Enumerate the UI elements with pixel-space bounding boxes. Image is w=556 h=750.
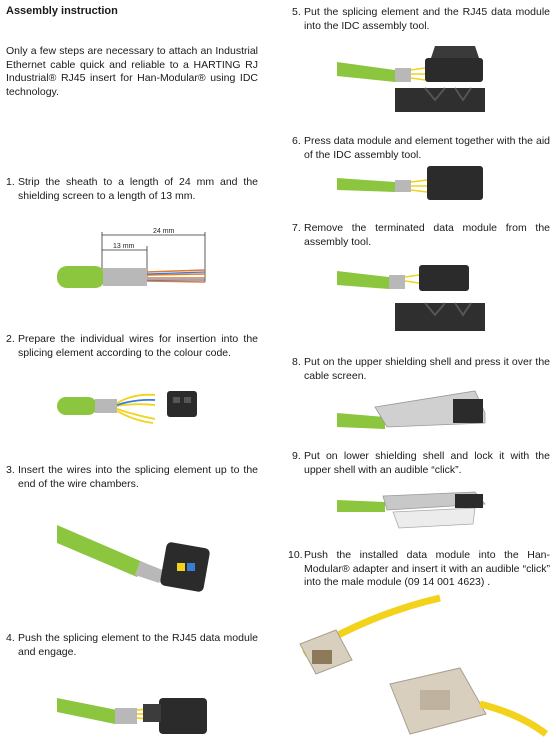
step-text: Push the splicing element to the RJ45 da…	[18, 632, 258, 658]
step-1: 1. Strip the sheath to a length of 24 mm…	[6, 176, 258, 203]
step-2: 2. Prepare the individual wires for inse…	[6, 333, 258, 360]
step-9: 9. Put on lower shielding shell and lock…	[292, 450, 550, 477]
terminated-module-illustration	[337, 265, 485, 331]
step-number: 4.	[6, 632, 15, 644]
step-text: Insert the wires into the splicing eleme…	[18, 464, 258, 490]
page-title: Assembly instruction	[6, 5, 118, 17]
step-text: Put on lower shielding shell and lock it…	[304, 450, 550, 476]
step-number: 6.	[292, 135, 301, 147]
step-number: 7.	[292, 222, 301, 234]
step-10: 10. Push the installed data module into …	[288, 549, 550, 590]
strip-cable-illustration: 24 mm 13 mm	[57, 228, 206, 288]
step-text: Put the splicing element and the RJ45 da…	[304, 6, 550, 32]
upper-shell-illustration	[337, 390, 486, 429]
intro-paragraph: Only a few steps are necessary to attach…	[6, 45, 258, 98]
element-engaged-illustration	[57, 698, 207, 734]
dimension-13mm: 13 mm	[113, 243, 135, 250]
step-text: Push the installed data module into the …	[304, 549, 550, 588]
step-number: 1.	[6, 176, 15, 188]
step-text: Remove the terminated data module from t…	[304, 222, 550, 248]
step-number: 3.	[6, 464, 15, 476]
han-modular-insertion-illustration	[299, 594, 548, 737]
step-8: 8. Put on the upper shielding shell and …	[292, 356, 550, 383]
step-3: 3. Insert the wires into the splicing el…	[6, 464, 258, 491]
step-text: Press data module and element together w…	[304, 135, 550, 161]
step-text: Strip the sheath to a length of 24 mm an…	[18, 176, 258, 202]
step-number: 10.	[288, 549, 303, 561]
step-7: 7. Remove the terminated data module fro…	[292, 222, 550, 249]
step-text: Put on the upper shielding shell and pre…	[304, 356, 550, 382]
step-text: Prepare the individual wires for inserti…	[18, 333, 258, 359]
step-number: 8.	[292, 356, 301, 368]
pressing-illustration	[337, 166, 483, 200]
step-5: 5. Put the splicing element and the RJ45…	[292, 6, 550, 33]
lower-shell-illustration	[337, 491, 486, 529]
step-6: 6. Press data module and element togethe…	[292, 135, 550, 162]
prepared-wires-illustration	[57, 391, 197, 424]
wires-inserted-illustration	[57, 525, 210, 592]
idc-tool-loaded-illustration	[337, 46, 485, 112]
step-number: 5.	[292, 6, 301, 18]
step-4: 4. Push the splicing element to the RJ45…	[6, 632, 258, 659]
dimension-24mm: 24 mm	[153, 228, 175, 235]
step-number: 2.	[6, 333, 15, 345]
step-number: 9.	[292, 450, 301, 462]
